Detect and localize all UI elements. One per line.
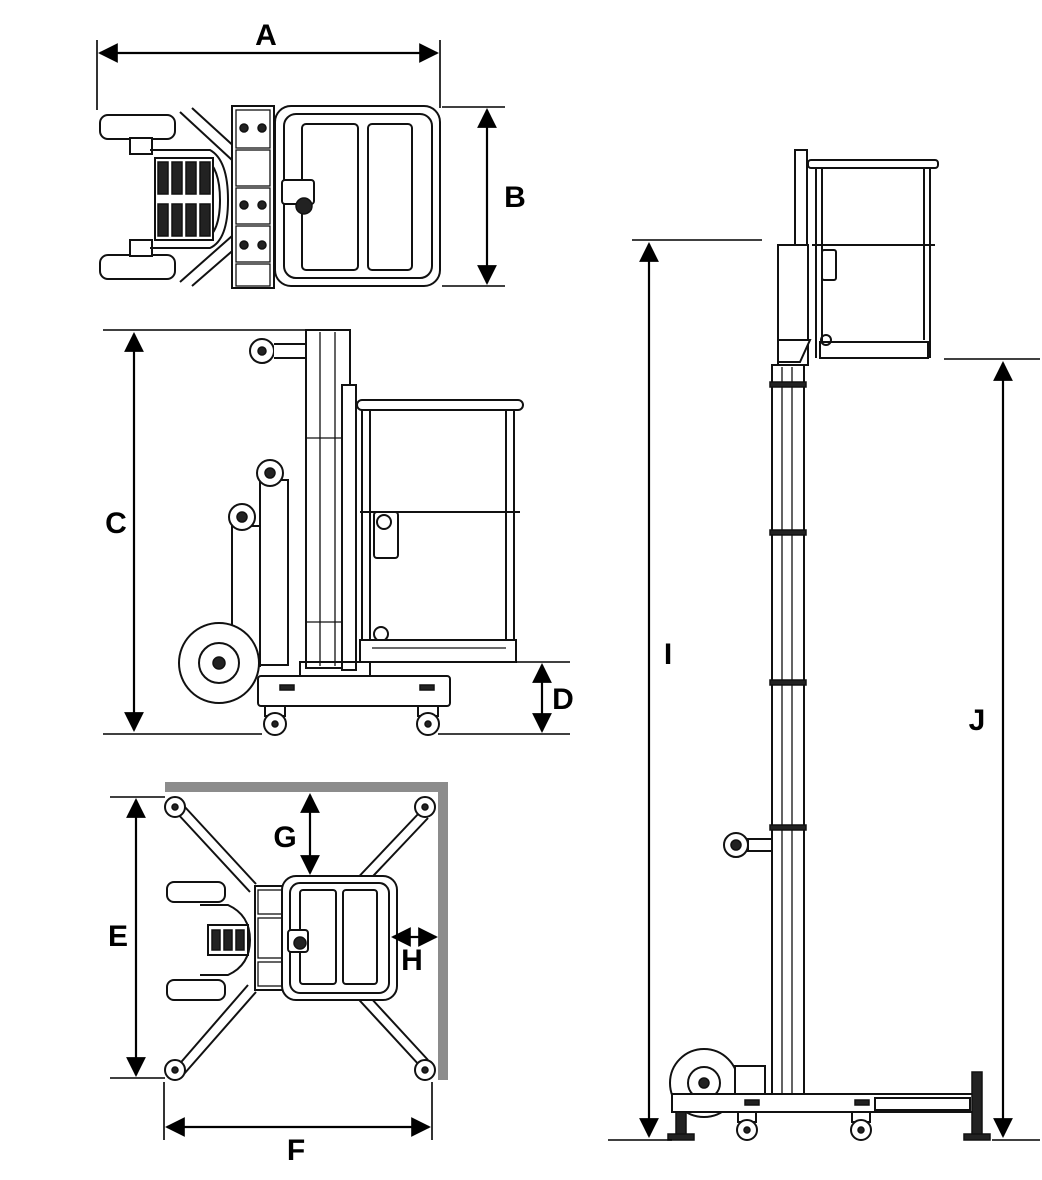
dimension-label-b: B [504, 181, 526, 214]
side-view-stowed [178, 329, 524, 736]
side-view-raised [667, 149, 991, 1141]
top-view-stowed [99, 105, 441, 289]
dimension-label-j: J [969, 704, 986, 737]
wall-corner [165, 782, 448, 792]
dimension-label-c: C [105, 507, 127, 540]
dimension-label-e: E [108, 920, 128, 953]
dimension-label-d: D [552, 683, 574, 716]
dimension-label-i: I [664, 638, 672, 671]
dimension-label-g: G [273, 821, 296, 854]
top-view-outriggers [164, 782, 448, 1081]
dimension-label-f: F [287, 1134, 305, 1167]
dimension-label-a: A [255, 19, 277, 52]
dimension-label-h: H [401, 944, 423, 977]
rung-grid [157, 161, 211, 237]
